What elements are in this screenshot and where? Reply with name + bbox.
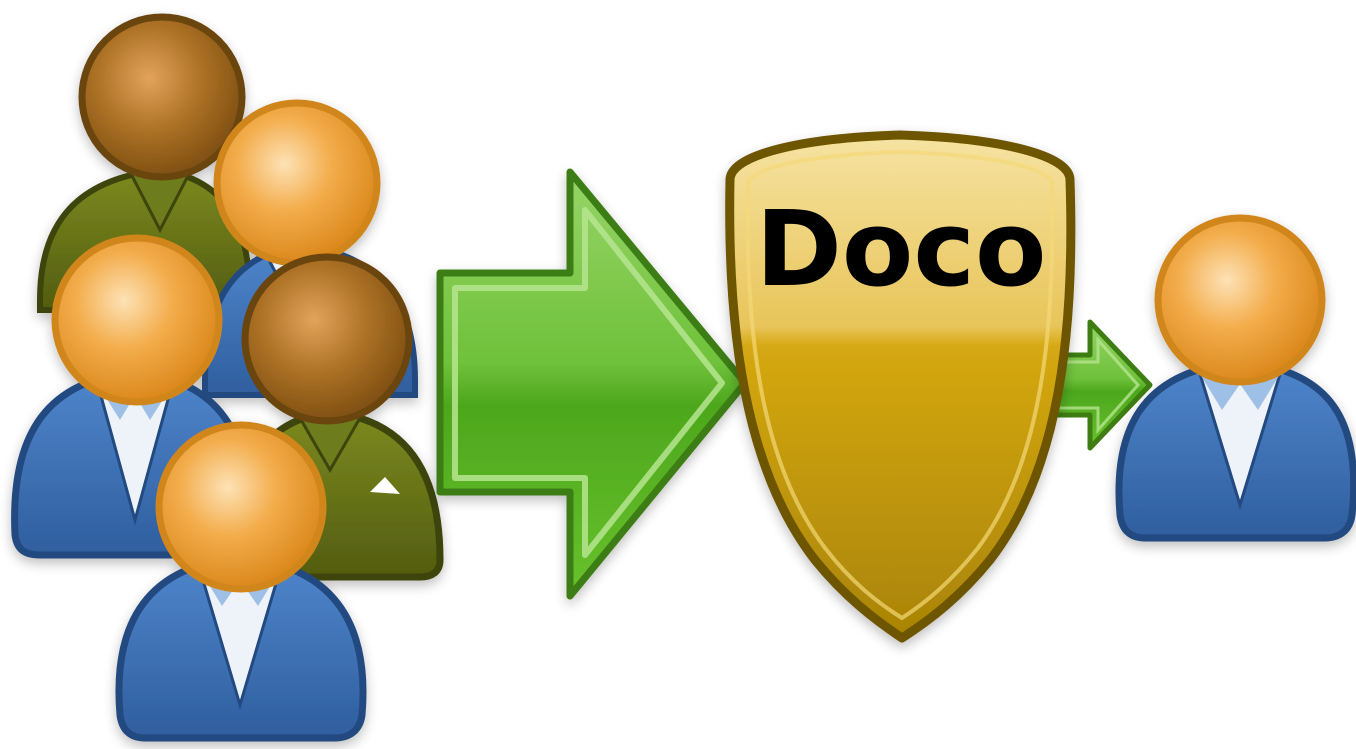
person-blue-front (115, 421, 367, 742)
shield-label: Doco (756, 188, 1047, 310)
user-group-icon (11, 13, 444, 742)
user-icon (1115, 214, 1356, 542)
large-arrow-right-icon (436, 168, 749, 600)
shield-icon: Doco (725, 130, 1076, 643)
